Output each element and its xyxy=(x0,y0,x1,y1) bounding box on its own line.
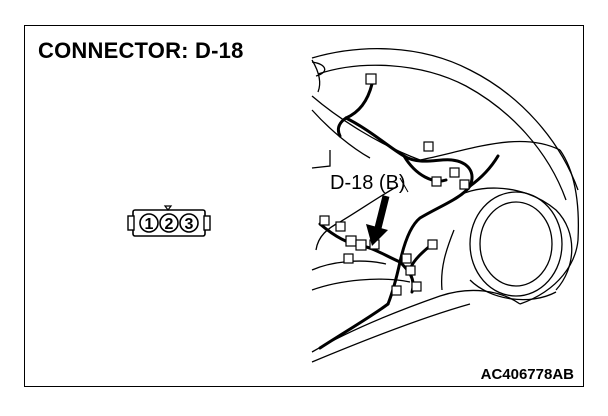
pin-3-label: 3 xyxy=(185,216,194,233)
connector-face-icon: 1 2 3 xyxy=(127,205,211,237)
pin-1-circle xyxy=(139,213,159,233)
callout-arrow-icon xyxy=(366,177,409,246)
wiring-harness xyxy=(318,82,500,350)
connector-title: CONNECTOR: D-18 xyxy=(38,38,244,63)
harness-connectors xyxy=(319,73,470,296)
car-body-outline xyxy=(311,48,580,363)
diagram-frame xyxy=(24,25,584,387)
figure-code: AC406778AB xyxy=(480,366,574,383)
pin-2-label: 2 xyxy=(165,216,174,233)
pin-1-label: 1 xyxy=(145,216,154,233)
pin-3-circle xyxy=(179,213,199,233)
callout-label: D-18 (B) xyxy=(330,172,406,194)
pin-2-circle xyxy=(159,213,179,233)
